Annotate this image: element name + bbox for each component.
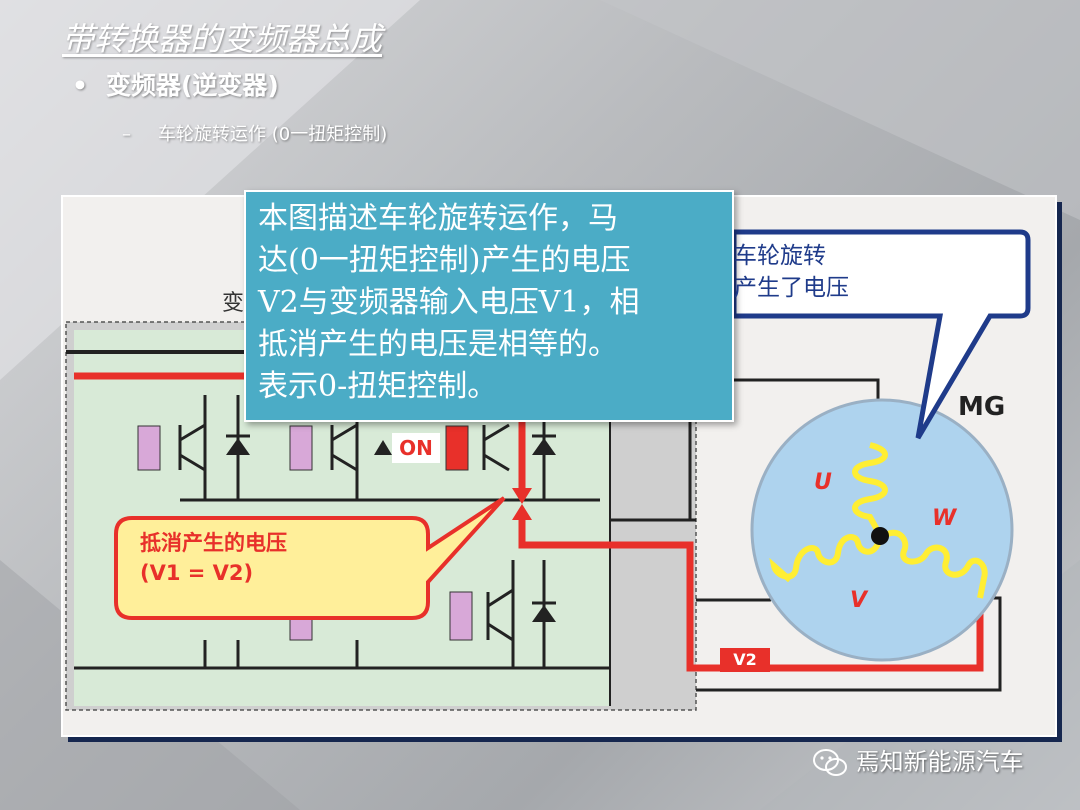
neutral-point bbox=[871, 527, 889, 545]
callout-line-4: 抵消产生的电压是相等的。 bbox=[258, 327, 618, 362]
bullet-level2-text: 车轮旋转运作 (0一扭矩控制) bbox=[158, 124, 388, 145]
callout-line-2: 达(0一扭矩控制)产生的电压 bbox=[258, 243, 631, 278]
yellow-line-2: (V1 = V2) bbox=[140, 561, 254, 585]
yellow-line-1: 抵消产生的电压 bbox=[140, 531, 287, 555]
speech-bubble-text: 车轮旋转 产生了电压 bbox=[734, 240, 849, 304]
mg-label: MG bbox=[958, 392, 1006, 422]
v2-tag-bg bbox=[720, 648, 770, 672]
speech-line-2: 产生了电压 bbox=[734, 275, 849, 301]
phase-v-label: V bbox=[850, 588, 868, 613]
current-arrow-up bbox=[512, 504, 532, 520]
bullet-level1-text: 变频器(逆变器) bbox=[106, 71, 279, 100]
current-path-return bbox=[518, 520, 984, 672]
bullet-level1: •变频器(逆变器) bbox=[72, 71, 279, 100]
yellow-callout bbox=[114, 496, 506, 620]
peek-text: 变 bbox=[222, 291, 245, 316]
callout-line-5: 表示0-扭矩控制。 bbox=[258, 369, 498, 404]
on-label: ON bbox=[392, 433, 440, 463]
watermark: 焉知新能源汽车 bbox=[812, 742, 1024, 778]
current-arrow-down bbox=[512, 488, 532, 504]
slide-title: 带转换器的变频器总成 bbox=[62, 20, 383, 58]
coil-v bbox=[769, 534, 883, 583]
callout-line-1: 本图描述车轮旋转运作，马 bbox=[258, 201, 618, 236]
watermark-text: 焉知新能源汽车 bbox=[855, 748, 1024, 776]
igbt-upper-1 bbox=[137, 395, 250, 500]
igbt-upper-3 bbox=[445, 420, 556, 500]
yellow-callout-text: 抵消产生的电压 (V1 = V2) bbox=[140, 528, 287, 588]
v2-label: V2 bbox=[733, 650, 757, 669]
igbt-upper-2 bbox=[289, 420, 392, 500]
explanation-callout: 本图描述车轮旋转运作，马 达(0一扭矩控制)产生的电压 V2与变频器输入电压V1… bbox=[244, 190, 734, 422]
coil-u bbox=[852, 442, 888, 537]
phase-u-label: U bbox=[814, 470, 832, 495]
bullet-level2: –车轮旋转运作 (0一扭矩控制) bbox=[122, 124, 388, 145]
wechat-icon bbox=[813, 749, 847, 776]
phase-w-label: W bbox=[932, 506, 957, 531]
igbt-lower-3 bbox=[449, 560, 556, 668]
speech-line-1: 车轮旋转 bbox=[734, 243, 826, 269]
speech-bubble bbox=[731, 229, 1031, 440]
coil-w bbox=[882, 529, 988, 599]
callout-line-3: V2与变频器输入电压V1，相 bbox=[258, 285, 640, 320]
